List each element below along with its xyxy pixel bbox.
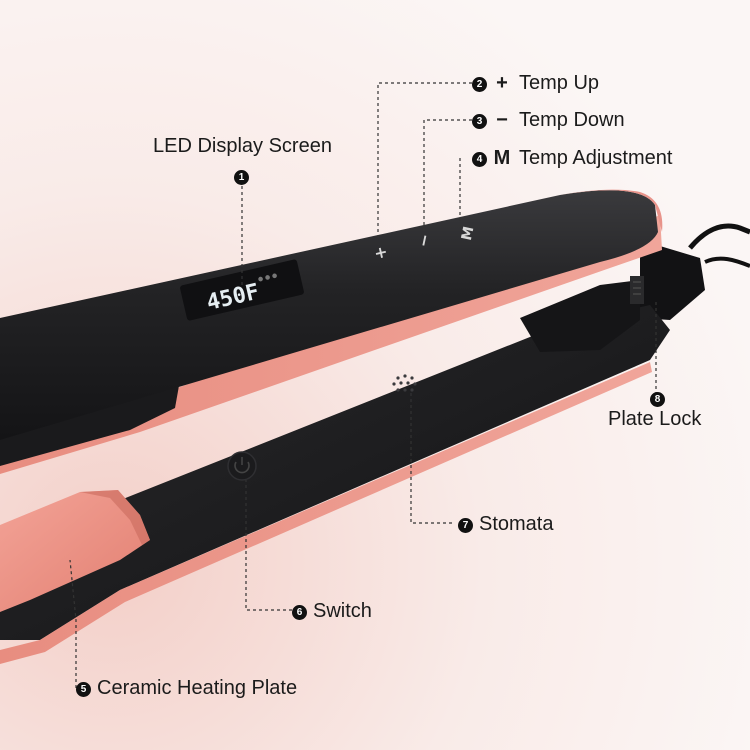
callout-led-display: LED Display Screen	[153, 136, 332, 156]
temp-adjust-button[interactable]: M	[459, 225, 478, 242]
callout-temp-up-label: Temp Up	[519, 72, 600, 94]
temp-down-button[interactable]: −	[413, 232, 434, 249]
upper-arm	[0, 190, 658, 440]
number-badge-4: 4	[472, 152, 487, 167]
svg-text:● ● ●: ● ● ●	[257, 272, 278, 283]
callout-lines	[69, 82, 657, 688]
led-display	[180, 259, 304, 321]
power-cord	[688, 223, 750, 250]
power-icon	[234, 461, 250, 474]
callout-switch: 6 Switch	[292, 601, 372, 621]
callout-stomata: 7 Stomata	[458, 514, 553, 534]
minus-icon: −	[496, 109, 508, 131]
upper-arm-underside	[0, 380, 180, 466]
number-badge-2: 2	[472, 77, 487, 92]
callout-switch-label: Switch	[313, 600, 372, 622]
m-icon: M	[493, 147, 511, 169]
callout-stomata-label: Stomata	[479, 513, 554, 535]
callout-plate-lock-number: 8	[650, 388, 671, 408]
callout-led-label: LED Display Screen	[153, 135, 332, 157]
number-badge-3: 3	[472, 114, 487, 129]
power-cord-loop	[704, 256, 750, 268]
callout-ceramic-plate-label: Ceramic Heating Plate	[97, 677, 298, 699]
callout-temp-adjust-label: Temp Adjustment	[519, 147, 673, 169]
plate-lock-slider[interactable]	[630, 276, 644, 304]
callout-ceramic-plate: 5 Ceramic Heating Plate	[76, 678, 297, 698]
callout-plate-lock: Plate Lock	[608, 409, 701, 429]
lower-arm	[0, 305, 670, 640]
stomata-vent	[392, 374, 417, 392]
callout-led-number: 1	[234, 166, 255, 186]
number-badge-7: 7	[458, 518, 473, 533]
plate-lock-block	[520, 280, 640, 352]
callout-temp-down: 3−Temp Down	[472, 110, 625, 130]
number-badge-5: 5	[76, 682, 91, 697]
callout-plate-lock-label: Plate Lock	[608, 408, 702, 430]
plus-icon: +	[496, 72, 508, 94]
number-badge-6: 6	[292, 605, 307, 620]
power-switch[interactable]	[227, 451, 257, 481]
number-badge-8: 8	[650, 392, 665, 407]
lower-arm-edge	[0, 362, 652, 664]
callout-temp-up: 2 + Temp Up	[472, 73, 599, 93]
callout-temp-down-label: Temp Down	[519, 109, 625, 131]
temp-up-button[interactable]: +	[372, 242, 389, 264]
number-badge-1: 1	[234, 170, 249, 185]
hinge-block	[640, 240, 705, 320]
ceramic-plate-shade	[80, 490, 150, 545]
ceramic-plate	[0, 490, 150, 612]
